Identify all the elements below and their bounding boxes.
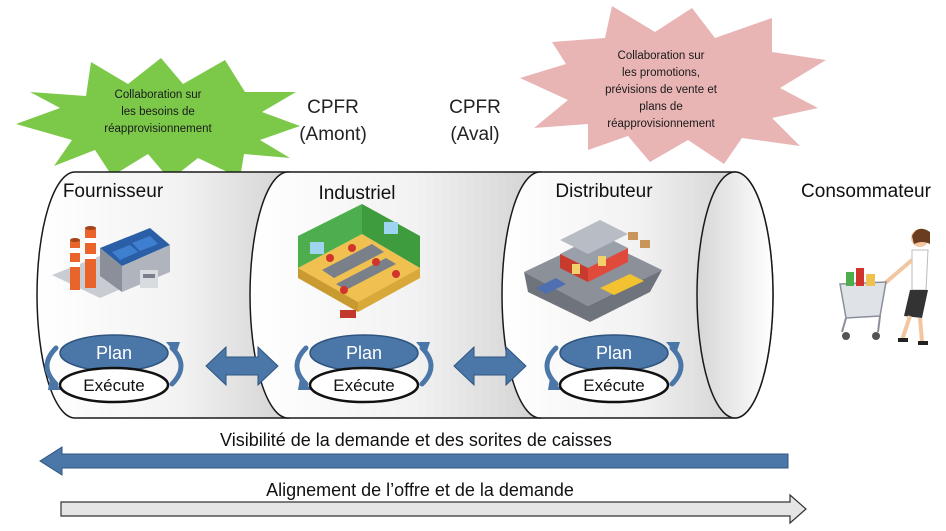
arrow-alignment: Alignement de l’offre et de la demande [60,480,807,525]
arrow-demand-label: Visibilité de la demande et des sorites … [220,430,612,450]
cycle-arrowhead-left [298,378,312,390]
burst-left: Collaboration sur les besoins de réappro… [16,58,300,180]
burst-left-line-2: les besoins de [121,106,195,118]
cpfr-amont-line-2: (Amont) [299,124,367,145]
burst-right-line-4: plans de [639,101,682,113]
plan-label: Plan [346,343,382,363]
burst-left-line-3: réapprovisionnement [104,123,212,135]
stage-title-industriel: Industriel [318,183,395,204]
cycle-arrowhead-right [666,342,680,354]
factory-icon [52,226,170,298]
warehouse-icon [524,220,662,322]
execute-oval [558,366,670,404]
plan-execute-industriel: Plan Exécute [294,334,434,404]
burst-right: Collaboration sur les promotions, prévis… [520,6,826,164]
shopper-with-cart-icon [839,228,930,345]
stage-title-distributeur: Distributeur [555,181,653,202]
plan-execute-fournisseur: Plan Exécute [44,334,184,404]
cycle-arrowhead-left [548,378,562,390]
cylinder-distributeur-end [696,171,774,419]
stage-title-fournisseur: Fournisseur [63,181,164,202]
cpfr-aval-line-2: (Aval) [450,124,499,145]
cycle-arrow-left [294,345,309,387]
execute-label: Exécute [583,376,644,395]
arrow-demand-shape [39,446,789,476]
cycle-arrow-left [544,345,559,387]
burst-right-shape [520,6,826,164]
cycle-arrowhead-right [166,342,180,354]
double-arrow-amont [205,345,279,387]
execute-label: Exécute [333,376,394,395]
cpfr-aval-line-1: CPFR [449,97,501,118]
double-arrow-aval [453,345,527,387]
arrow-alignment-label: Alignement de l’offre et de la demande [266,480,574,500]
execute-oval [58,366,170,404]
execute-oval [308,366,420,404]
plan-label: Plan [596,343,632,363]
burst-right-line-3: prévisions de vente et [605,84,718,96]
execute-label: Exécute [83,376,144,395]
burst-right-line-5: réapprovisionnement [607,118,715,130]
cycle-arrow-left [44,345,59,387]
assembly-line-icon [298,204,420,318]
burst-left-shape [16,58,300,180]
cycle-arrowhead-right [416,342,430,354]
burst-right-line-2: les promotions, [622,67,700,79]
plan-execute-distributeur: Plan Exécute [544,334,684,404]
cpfr-amont-line-1: CPFR [307,97,359,118]
consumer-title: Consommateur [801,181,932,202]
burst-right-line-1: Collaboration sur [618,50,705,62]
burst-left-line-1: Collaboration sur [115,89,202,101]
plan-label: Plan [96,343,132,363]
cycle-arrowhead-left [48,378,62,390]
arrow-demand-visibility: Visibilité de la demande et des sorites … [39,430,789,476]
arrow-alignment-shape [60,493,807,525]
